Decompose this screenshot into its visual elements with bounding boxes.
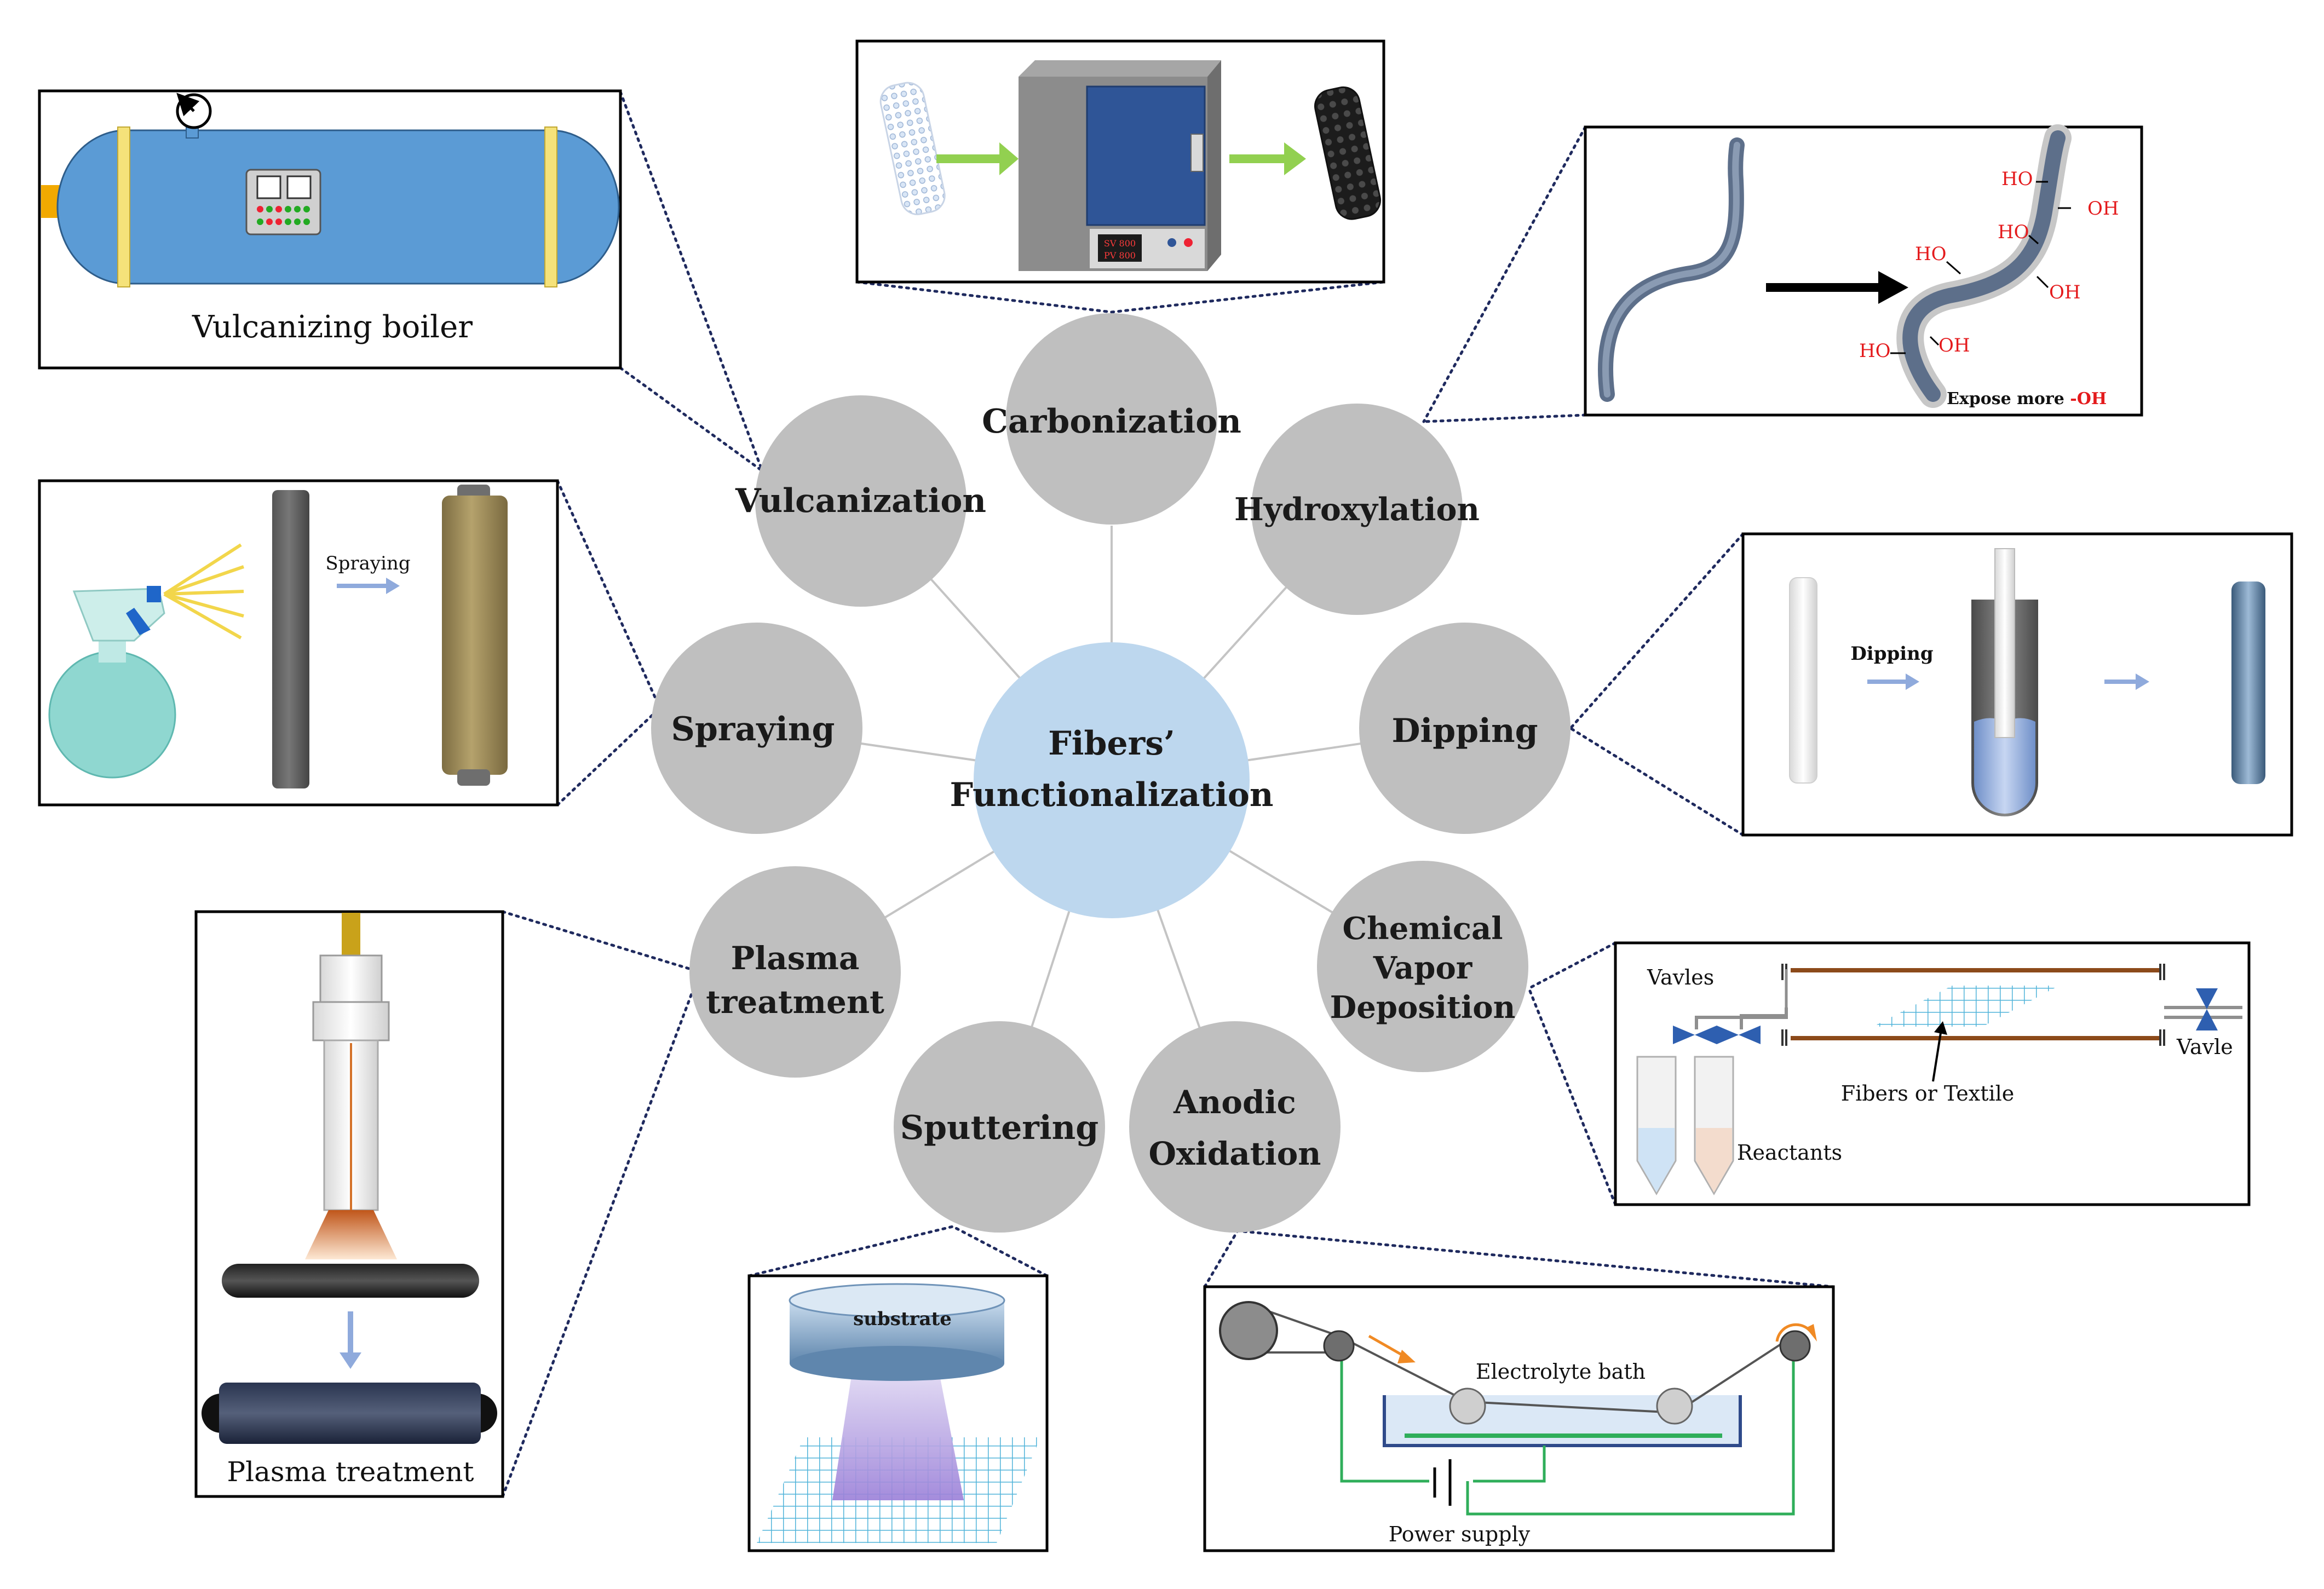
substrate-label: substrate	[853, 1308, 952, 1330]
sputter-beam-icon	[832, 1358, 964, 1500]
reactant-tube-2-icon	[1694, 1056, 1734, 1195]
node-anodic-oxidation[interactable]: Anodic Oxidation	[1129, 1021, 1341, 1233]
bath-roller-1-icon	[1449, 1388, 1486, 1425]
node-plasma-label-line1: Plasma	[731, 940, 860, 977]
electrolyte-bath-label: Electrolyte bath	[1476, 1360, 1646, 1384]
untreated-fiber-icon	[222, 1264, 479, 1298]
node-vulcanization-label: Vulcanization	[735, 482, 986, 520]
anodic-circuit	[1340, 1347, 1795, 1516]
node-sputtering[interactable]: Sputtering	[894, 1021, 1105, 1233]
dipping-tube-icon	[1971, 548, 2038, 816]
fibers-textile-label: Fibers or Textile	[1841, 1081, 2015, 1106]
node-cvd-label-line3: Deposition	[1330, 989, 1516, 1026]
hydroxyl-caption: Expose more -OH	[1947, 389, 2107, 408]
valve-icon-3	[2196, 988, 2218, 1030]
connector-lines	[501, 90, 1835, 1498]
panel-vulcanizing-boiler: Vulcanizing boiler	[38, 89, 622, 370]
spray-bottle-icon	[48, 586, 176, 779]
node-center[interactable]: Fibers’ Functionalization	[950, 642, 1274, 918]
valve-icon-2	[1717, 1026, 1761, 1044]
oh-label-3: OH	[1938, 335, 1970, 356]
panel-plasma-treatment: Plasma treatment	[194, 910, 504, 1498]
node-spraying[interactable]: Spraying	[651, 623, 862, 834]
white-fiber-roll-icon	[879, 82, 946, 215]
node-cvd-label-line1: Chemical	[1342, 911, 1503, 947]
node-carbonization[interactable]: Carbonization	[982, 313, 1241, 525]
node-sputtering-label: Sputtering	[900, 1109, 1099, 1147]
oh-label-1: OH	[2087, 198, 2119, 220]
spray-mist-icon	[163, 543, 244, 640]
dipping-arrow-label: Dipping	[1850, 643, 1933, 665]
reactants-label: Reactants	[1737, 1141, 1842, 1165]
pressure-gauge-icon	[176, 93, 212, 129]
guide-roller-1-icon	[1323, 1330, 1355, 1362]
node-anodic-label-line1: Anodic	[1173, 1084, 1296, 1121]
white-fiber-icon	[1789, 577, 1817, 784]
bath-roller-2-icon	[1656, 1388, 1693, 1425]
panel-hydroxylation: HO OH HO HO OH HO OH Expose more -OH	[1584, 124, 2143, 417]
spraying-arrow-label: Spraying	[325, 552, 410, 574]
furnace-pv-readout: PV 800	[1104, 250, 1136, 261]
fibers-mesh-icon	[1873, 986, 2059, 1027]
reactant-tube-1-icon	[1636, 1056, 1677, 1195]
panel-dipping: Dipping	[1741, 532, 2293, 837]
plasma-torch-icon	[305, 913, 397, 1259]
hydroxyl-groups: HO OH HO HO OH HO OH	[1859, 168, 2119, 362]
node-spraying-label: Spraying	[671, 710, 835, 749]
panel-anodic-oxidation: Electrolyte bath Power supply	[1203, 1285, 1835, 1552]
panel-sputtering: substrate	[747, 1274, 1049, 1552]
furnace-sv-readout: SV 800	[1104, 238, 1136, 249]
ho-label-4: HO	[1859, 340, 1891, 362]
panel-cvd: Vavles Vavle Fibers or Textile Reactants	[1614, 941, 2251, 1206]
panel-spraying: Spraying	[38, 479, 559, 807]
ho-label-3: HO	[1915, 243, 1947, 265]
furnace-icon: SV 800 PV 800	[1019, 60, 1221, 271]
node-cvd-label-line2: Vapor	[1373, 950, 1473, 986]
treated-fiber-icon	[202, 1383, 497, 1444]
node-plasma-treatment[interactable]: Plasma treatment	[689, 866, 901, 1078]
node-carbonization-label: Carbonization	[982, 402, 1241, 441]
vulcanizing-caption: Vulcanizing boiler	[192, 309, 473, 345]
oh-label-2: OH	[2049, 281, 2081, 303]
node-anodic-label-line2: Oxidation	[1149, 1135, 1321, 1172]
ho-label-1: HO	[2001, 168, 2033, 190]
center-label-line2: Functionalization	[950, 776, 1273, 814]
bare-fiber-icon	[272, 490, 309, 788]
node-dipping[interactable]: Dipping	[1359, 623, 1571, 834]
node-hydroxylation[interactable]: Hydroxylation	[1234, 404, 1480, 615]
rotation-arrow-icon	[1775, 1323, 1811, 1342]
node-chemical-vapor-deposition[interactable]: Chemical Vapor Deposition	[1317, 861, 1528, 1072]
coated-fiber-icon	[2231, 582, 2265, 784]
node-hydroxylation-label: Hydroxylation	[1234, 491, 1480, 528]
substrate-drum-icon	[789, 1283, 1005, 1381]
valve-icon-1	[1673, 1026, 1717, 1044]
node-plasma-label-line2: treatment	[706, 983, 884, 1021]
node-dipping-label: Dipping	[1391, 712, 1538, 750]
valve-label: Vavle	[2176, 1035, 2233, 1059]
ho-label-2: HO	[1998, 221, 2029, 243]
control-panel-icon	[245, 169, 321, 235]
take-up-roller-icon	[1779, 1330, 1811, 1362]
carbonized-fiber-roll-icon	[1314, 86, 1381, 220]
center-label-line1: Fibers’	[1048, 724, 1175, 763]
power-supply-label: Power supply	[1389, 1522, 1531, 1546]
node-vulcanization[interactable]: Vulcanization	[735, 395, 986, 607]
sprayed-fiber-icon	[442, 485, 508, 786]
boiler-tank	[56, 129, 620, 285]
valves-label: Vavles	[1647, 965, 1714, 989]
plasma-caption: Plasma treatment	[227, 1456, 474, 1488]
cvd-reactor-icon	[1695, 964, 2242, 1046]
feed-spool-icon	[1219, 1301, 1278, 1360]
panel-carbonization: SV 800 PV 800	[855, 39, 1385, 284]
